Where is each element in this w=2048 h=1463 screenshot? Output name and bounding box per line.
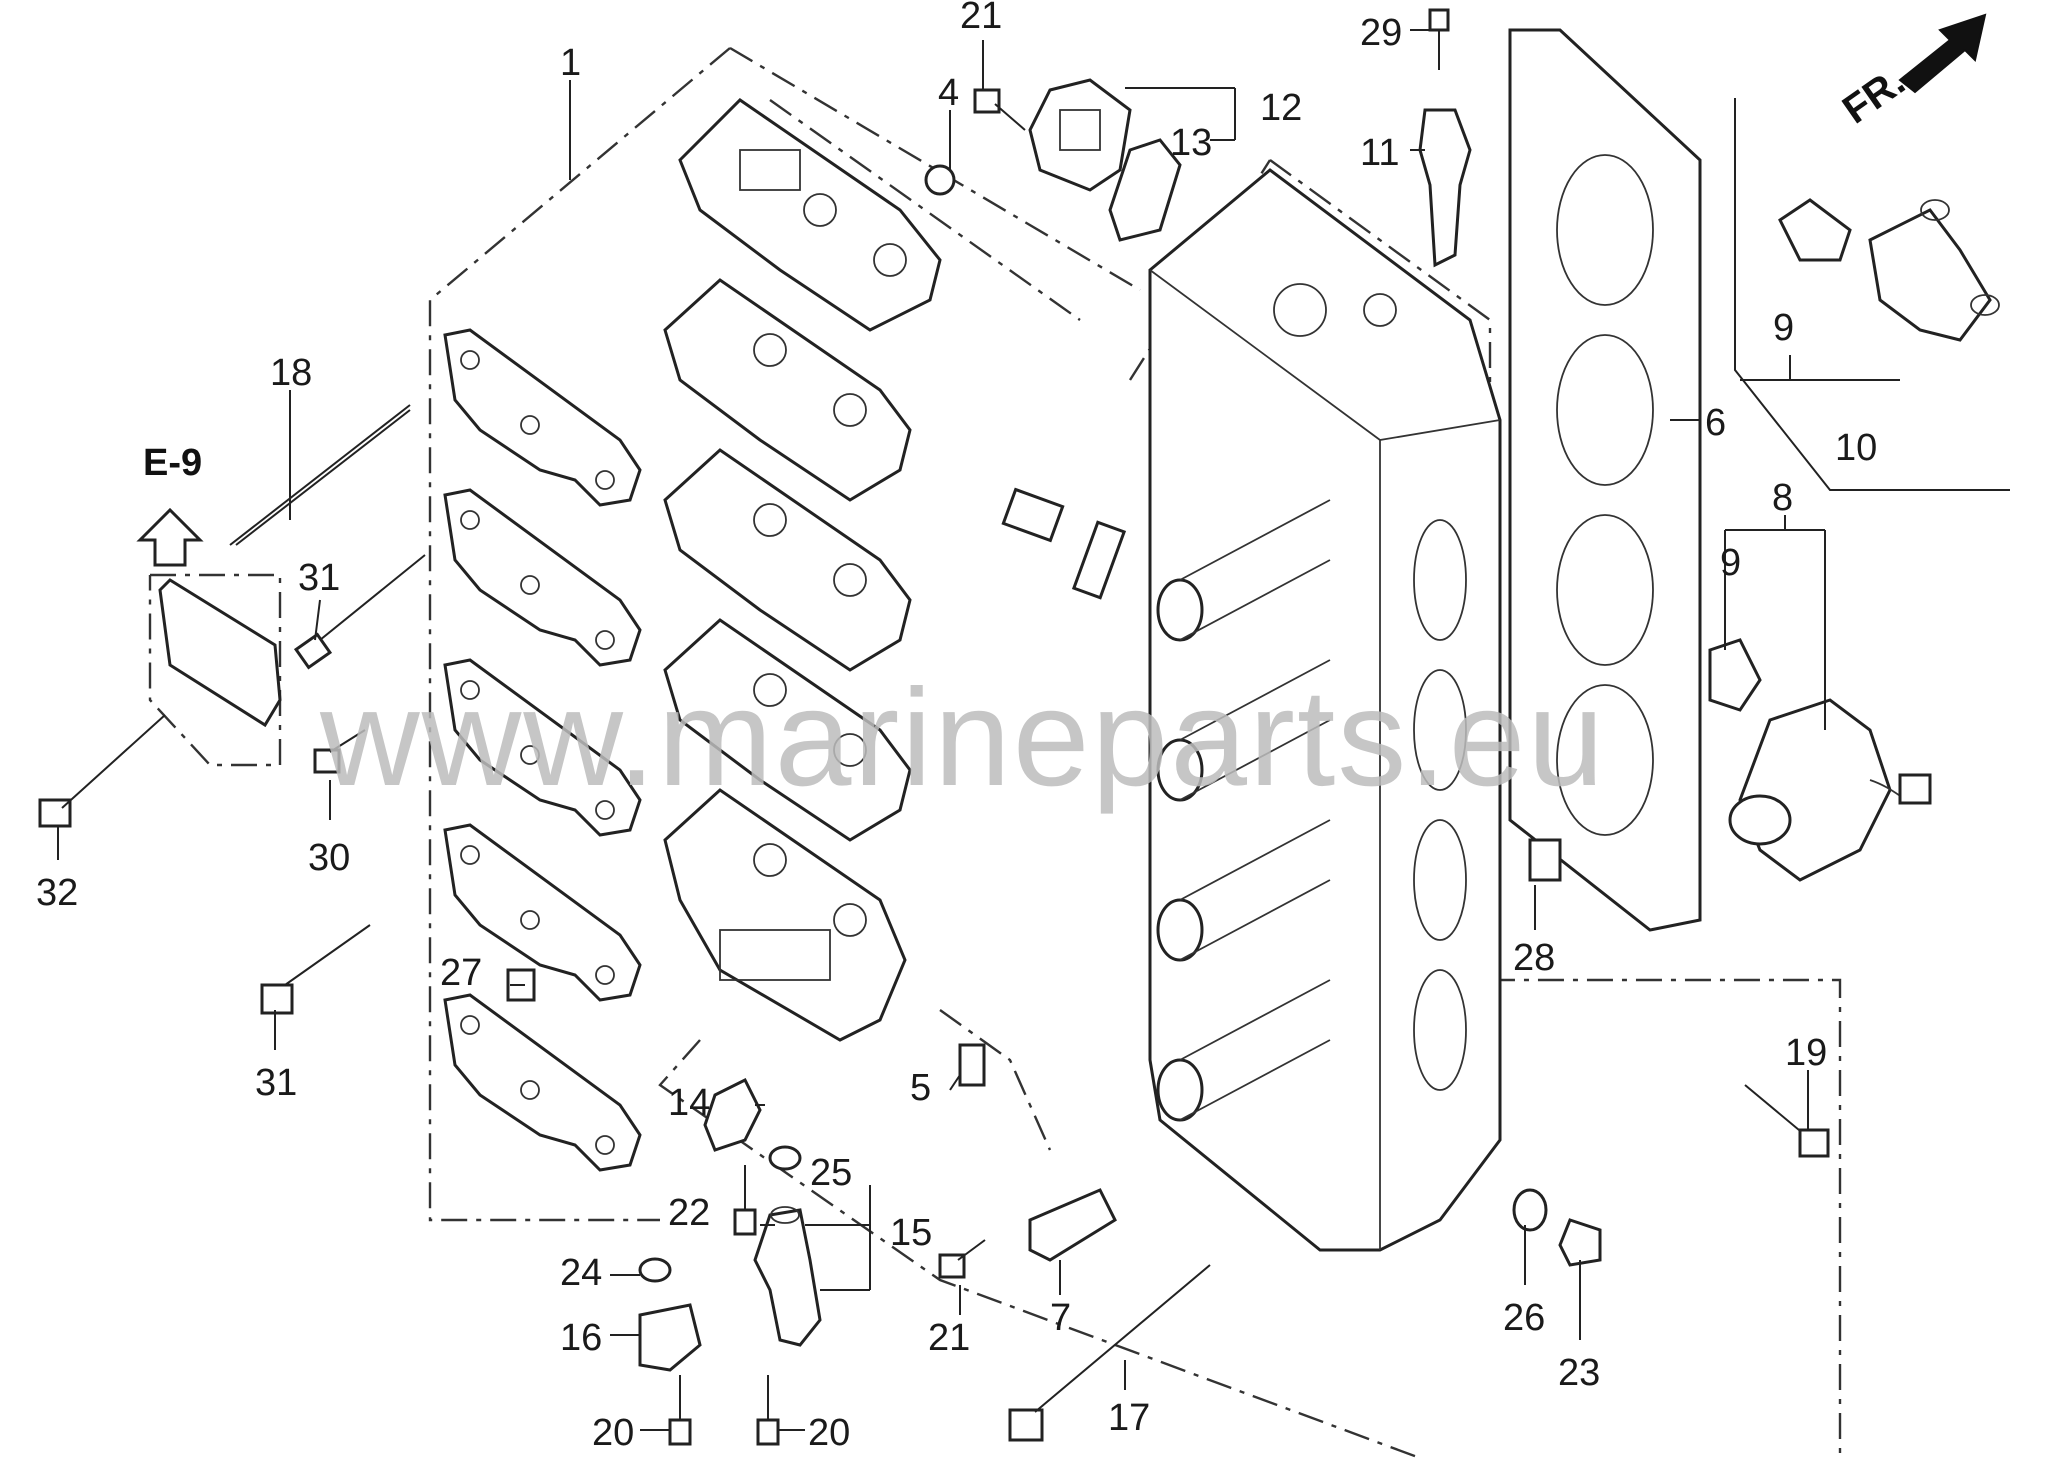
bolt-20-left xyxy=(668,1375,692,1446)
rocker-arm-assembly-3 xyxy=(663,448,912,672)
rocker-arm-assembly-5 xyxy=(663,788,907,1042)
inset-frame xyxy=(1734,98,2010,491)
bolt-20-right xyxy=(756,1375,780,1446)
washer-24 xyxy=(638,1257,672,1283)
plug-23 xyxy=(1558,1218,1602,1267)
callout-28: 28 xyxy=(1513,937,1555,979)
callout-24: 24 xyxy=(560,1252,602,1294)
bolt-18 xyxy=(229,404,411,546)
cover-16 xyxy=(638,1303,702,1372)
bracket-14 xyxy=(703,1077,762,1152)
callout-30: 30 xyxy=(308,837,350,879)
callout-labels: 1 4 5 6 7 8 9 9 10 11 12 13 14 15 16 17 … xyxy=(36,0,1877,1454)
callout-12: 12 xyxy=(1260,87,1302,129)
washer-25 xyxy=(768,1145,802,1171)
rocker-arm-assembly-1 xyxy=(678,98,942,332)
callout-13: 13 xyxy=(1170,122,1212,164)
spring-7 xyxy=(1028,1188,1117,1262)
callout-20-left: 20 xyxy=(592,1412,634,1454)
bolt-32 xyxy=(38,714,166,828)
bolt-29 xyxy=(1428,8,1450,70)
callout-19: 19 xyxy=(1785,1032,1827,1074)
combustion-chambers xyxy=(1413,519,1467,1091)
rocker-holder-group-left xyxy=(443,328,642,1172)
bolt-19 xyxy=(1744,1084,1830,1158)
gasket-13 xyxy=(1108,138,1182,242)
callout-4: 4 xyxy=(938,72,959,114)
callout-29: 29 xyxy=(1360,12,1402,54)
callout-31-upper: 31 xyxy=(298,557,340,599)
bolts xyxy=(38,88,1830,1446)
callout-16: 16 xyxy=(560,1317,602,1359)
rocker-arm-group xyxy=(663,98,942,1042)
bolt-21-bottom xyxy=(938,1239,986,1279)
callout-7: 7 xyxy=(1050,1297,1071,1339)
guide-pin xyxy=(1071,520,1127,600)
callout-10: 10 xyxy=(1835,427,1877,469)
rocker-holder-1 xyxy=(443,328,642,507)
callout-9: 9 xyxy=(1720,542,1741,584)
watermark-text: www.marineparts.eu xyxy=(319,661,1606,815)
bolt-22 xyxy=(733,1165,757,1236)
water-outlet-12 xyxy=(1028,78,1132,192)
callout-27: 27 xyxy=(440,952,482,994)
callout-20-right: 20 xyxy=(808,1412,850,1454)
rocker-holder-4 xyxy=(443,823,642,1002)
dowel-pin-28 xyxy=(1528,838,1562,882)
callout-25: 25 xyxy=(810,1152,852,1194)
callout-1: 1 xyxy=(560,42,581,84)
plug-5 xyxy=(958,1043,986,1087)
rocker-arm-assembly-4 xyxy=(663,618,912,842)
callout-6: 6 xyxy=(1705,402,1726,444)
reference-label: E-9 xyxy=(143,442,202,484)
dowel-pin-upper xyxy=(1001,487,1065,543)
callout-31-lower: 31 xyxy=(255,1062,297,1104)
sensor-15 xyxy=(753,1206,822,1347)
bolt-21-top xyxy=(973,88,1026,131)
callout-23: 23 xyxy=(1558,1352,1600,1394)
bolt-30 xyxy=(313,729,366,774)
rocker-holder-5 xyxy=(443,993,642,1172)
reference-e9 xyxy=(136,507,282,728)
front-direction-indicator xyxy=(1898,13,1987,94)
leader-lines xyxy=(57,29,1900,1431)
callout-15: 15 xyxy=(890,1212,932,1254)
spool-valve-assembly xyxy=(1708,638,1932,882)
rocker-holder-3 xyxy=(443,658,642,837)
head-gasket xyxy=(1508,28,1702,932)
callout-14: 14 xyxy=(668,1082,710,1124)
bolt-17 xyxy=(1008,1264,1211,1442)
callout-26: 26 xyxy=(1503,1297,1545,1339)
direction-label: FR. xyxy=(1835,59,1913,132)
callout-32: 32 xyxy=(36,872,78,914)
callout-21-bottom: 21 xyxy=(928,1317,970,1359)
callout-8: 8 xyxy=(1772,477,1793,519)
camshaft-journals xyxy=(1156,499,1331,1122)
washer-26 xyxy=(1512,1188,1548,1232)
callout-22: 22 xyxy=(668,1192,710,1234)
rocker-arm-assembly-2 xyxy=(663,278,912,502)
sensor-11 xyxy=(1418,108,1472,268)
cylinder-head xyxy=(1148,168,1502,1252)
bolt-31-upper xyxy=(293,554,426,670)
callout-9-inset: 9 xyxy=(1773,307,1794,349)
front-arrow-icon xyxy=(1898,13,1987,94)
callout-5: 5 xyxy=(910,1067,931,1109)
bolt-31-lower xyxy=(260,924,371,1015)
callout-11: 11 xyxy=(1360,132,1399,174)
callout-18: 18 xyxy=(270,352,312,394)
plug-4 xyxy=(924,164,956,196)
callout-21-top: 21 xyxy=(960,0,1002,37)
inset-valve-assembly xyxy=(1778,198,2000,342)
callout-17: 17 xyxy=(1108,1397,1150,1439)
rocker-holder-2 xyxy=(443,488,642,667)
reference-arrow-icon xyxy=(136,507,204,567)
